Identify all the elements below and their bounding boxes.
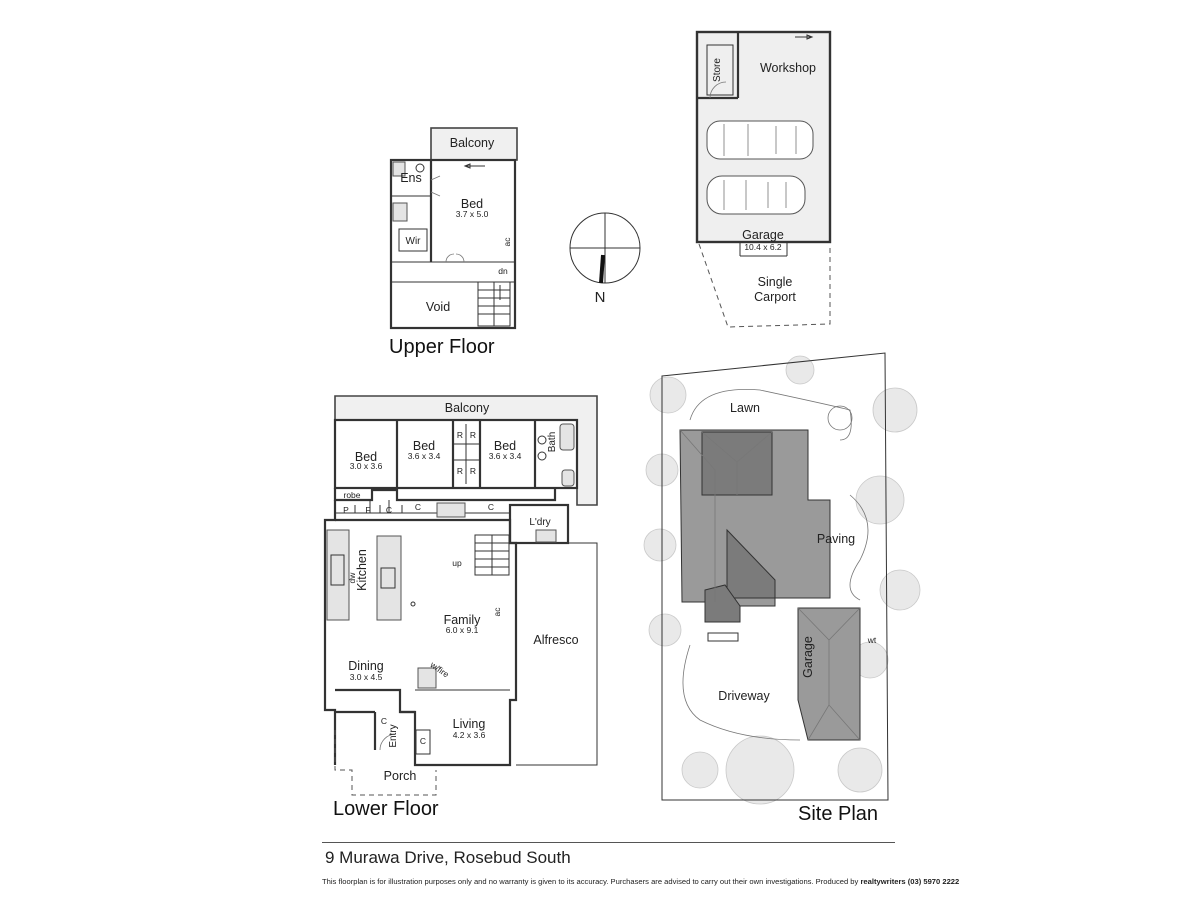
upper-floor-outline [389, 158, 517, 330]
upper-ac-label: ac [502, 237, 512, 247]
compass: N [569, 212, 641, 306]
north-arrow-icon [599, 254, 605, 284]
bed1-dimensions: 3.0 x 3.6 [350, 461, 383, 471]
carport-label-line1: Single [758, 275, 793, 289]
stairs-up-label: up [452, 558, 462, 568]
garage-floor-plan: Store Workshop Garage 10.4 x 6.2 Single … [695, 30, 832, 328]
kitchen-label: Kitchen [355, 549, 369, 591]
bed1-label: Bed [355, 450, 377, 464]
upper-void-label: Void [426, 300, 450, 314]
store-label: Store [712, 58, 723, 82]
upper-dn-label: dn [498, 266, 508, 276]
pantry-label: P [343, 505, 349, 515]
alfresco-label: Alfresco [533, 633, 578, 647]
entry-cupboard-label: C [381, 716, 387, 726]
robe-r3-label: R [457, 466, 463, 476]
site-boundary [661, 352, 889, 801]
cupboard-label-2: C [415, 502, 421, 512]
carport-label-line2: Carport [754, 290, 796, 304]
bed2-dimensions: 3.6 x 3.4 [408, 451, 441, 461]
robe-label: robe [343, 490, 360, 500]
robe-r4-label: R [470, 466, 476, 476]
site-garage-label: Garage [801, 636, 815, 678]
lower-ac-label: ac [492, 607, 502, 617]
disclaimer-text: This floorplan is for illustration purpo… [322, 877, 959, 886]
car-icon [706, 120, 814, 160]
entry-label: Entry [388, 724, 399, 747]
upper-floor-plan: Balcony Ens Bed 3.7 x 5.0 Wir ac dn Void… [389, 127, 518, 358]
robe-r1-label: R [457, 430, 463, 440]
car-icon [706, 175, 806, 215]
living-label: Living [453, 717, 486, 731]
paving-label: Paving [817, 532, 855, 546]
cupboard-label-1: C [386, 505, 392, 515]
family-label: Family [444, 613, 482, 627]
bed3-dimensions: 3.6 x 3.4 [489, 451, 522, 461]
porch-label: Porch [384, 769, 417, 783]
site-plan-heading: Site Plan [798, 803, 878, 825]
site-plan: Lawn Paving Garage wt Driveway Site Plan [643, 352, 921, 825]
upper-floor-heading: Upper Floor [389, 336, 495, 358]
disclaimer-body: This floorplan is for illustration purpo… [322, 877, 859, 886]
dishwasher-label: dw [347, 572, 357, 584]
bed3-label: Bed [494, 439, 516, 453]
water-tank-label: wt [867, 635, 877, 645]
cupboard-label-3: C [488, 502, 494, 512]
lower-floor-plan: Balcony Bed 3.0 x 3.6 Bed 3.6 x 3.4 Bed … [323, 395, 598, 820]
living-dimensions: 4.2 x 3.6 [453, 730, 486, 740]
upper-balcony-label: Balcony [450, 136, 495, 150]
workshop-label: Workshop [760, 61, 816, 75]
lower-floor-heading: Lower Floor [333, 798, 439, 820]
upper-balcony [430, 127, 518, 161]
dining-label: Dining [348, 659, 383, 673]
lower-balcony-label: Balcony [445, 401, 490, 415]
upper-bed-dimensions: 3.7 x 5.0 [456, 209, 489, 219]
producer-credit: realtywriters (03) 5970 2222 [860, 877, 960, 886]
garage-dimensions: 10.4 x 6.2 [744, 242, 782, 252]
carport-outline [698, 243, 831, 328]
fridge-label: F [365, 505, 370, 515]
garage-label: Garage [742, 228, 784, 242]
bath-label: Bath [547, 432, 558, 453]
bed2-label: Bed [413, 439, 435, 453]
upper-ensuite-label: Ens [400, 171, 422, 185]
compass-north-label: N [595, 289, 606, 306]
upper-bed-label: Bed [461, 197, 483, 211]
family-dimensions: 6.0 x 9.1 [446, 625, 479, 635]
tree-icon [643, 355, 921, 805]
upper-wir-label: Wir [406, 236, 422, 247]
property-address: 9 Murawa Drive, Rosebud South [325, 848, 571, 867]
living-cupboard-label: C [420, 736, 426, 746]
lawn-label: Lawn [730, 401, 760, 415]
laundry-label: L'dry [529, 517, 550, 528]
driveway-label: Driveway [718, 689, 770, 703]
robe-r2-label: R [470, 430, 476, 440]
dining-dimensions: 3.0 x 4.5 [350, 672, 383, 682]
footer-divider [322, 842, 895, 843]
